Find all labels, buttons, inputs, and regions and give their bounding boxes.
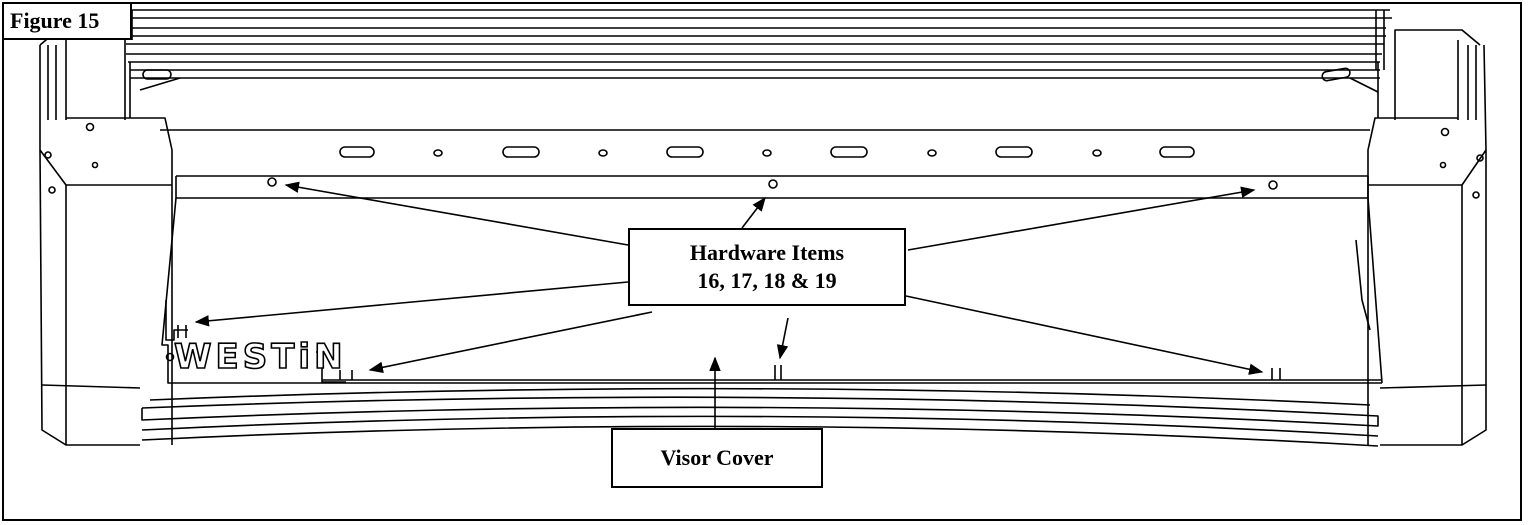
- figure-label: Figure 15: [2, 2, 132, 40]
- top-panel: [160, 129, 1370, 199]
- leader-arrows: [194, 181, 1264, 428]
- visor-cover: [161, 197, 1383, 384]
- hardware-items-callout: Hardware Items 16, 17, 18 & 19: [628, 228, 906, 306]
- westin-logo: WESTiN: [173, 337, 347, 377]
- roof-rails: [118, 9, 1392, 118]
- bottom-deflector: [141, 387, 1379, 447]
- hardware-callout-line2: 16, 17, 18 & 19: [697, 268, 837, 293]
- right-post: [1367, 29, 1487, 446]
- visor-cover-callout: Visor Cover: [611, 428, 823, 488]
- left-post: [39, 29, 173, 446]
- hardware-callout-line1: Hardware Items: [689, 240, 845, 265]
